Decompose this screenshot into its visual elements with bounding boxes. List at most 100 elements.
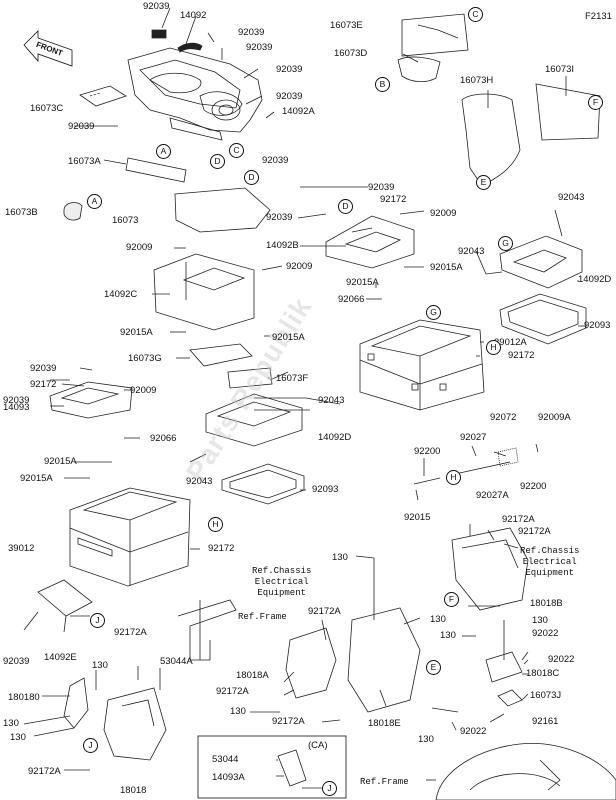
callout-marker: D [210, 154, 225, 169]
rear-fender-assembly [127, 29, 263, 141]
part-label: 92039 [3, 395, 30, 406]
part-label: 92172A [272, 716, 305, 727]
part-label: 14092E [44, 652, 77, 663]
part-label: 16073C [30, 103, 64, 114]
part-label: 92200 [414, 446, 441, 457]
part-label: 130 [92, 660, 108, 671]
part-label: 92009 [130, 385, 157, 396]
part-label: 92172A [216, 686, 249, 697]
part-label: 39012A [494, 337, 527, 348]
part-label: 16073F [276, 373, 309, 384]
part-label: 92066 [150, 433, 177, 444]
callout-marker: D [244, 170, 259, 185]
part-label: 53044A [160, 656, 193, 667]
part-label: 16073D [334, 48, 368, 59]
part-label: 92015 [404, 512, 431, 523]
part-label: 92027A [476, 490, 509, 501]
part-label: 92009A [538, 412, 571, 423]
part-label: 92039 [266, 212, 293, 223]
part-label: 92172 [380, 194, 407, 205]
callout-marker: J [83, 738, 98, 753]
callout-marker: C [229, 143, 244, 158]
part-label: 92039 [68, 121, 95, 132]
part-label: 130 [332, 552, 348, 563]
callout-marker: G [498, 236, 513, 251]
callout-marker: H [486, 340, 501, 355]
part-label: 92039 [143, 1, 170, 12]
part-label: 92043 [318, 395, 345, 406]
part-label: 92015A [44, 456, 77, 467]
part-label: 92039 [238, 27, 265, 38]
part-label: 92015A [20, 473, 53, 484]
part-label: 18018E [368, 718, 401, 729]
callout-marker: E [426, 660, 441, 675]
part-label: 16073I [545, 64, 575, 75]
part-label: 92009 [430, 208, 457, 219]
callout-marker: E [476, 175, 491, 190]
part-label: 14092A [282, 106, 315, 117]
part-label: 18018C [526, 668, 560, 679]
part-label: 92172A [518, 526, 551, 537]
part-label: 14092B [266, 240, 299, 251]
part-label: 16073B [5, 207, 38, 218]
part-label: 92039 [30, 363, 57, 374]
part-label: 92039 [246, 42, 273, 53]
part-label: 92022 [460, 726, 487, 737]
front-arrow-icon [23, 30, 73, 67]
callout-marker: G [426, 305, 441, 320]
part-label: 18018 [120, 785, 147, 796]
part-label: 130 [440, 630, 456, 641]
figure-code: F2131 [585, 11, 612, 22]
callout-marker: D [338, 199, 353, 214]
part-label: 39012 [8, 543, 35, 554]
part-label: 92039 [262, 155, 289, 166]
part-label: 16073J [530, 690, 562, 701]
part-label: 92172A [28, 766, 61, 777]
inset-title: (CA) [308, 740, 328, 751]
part-label: 92022 [532, 628, 559, 639]
part-label: 14092 [180, 10, 207, 21]
part-label: 92172A [502, 514, 535, 525]
part-label: 92172A [114, 627, 147, 638]
part-label: 14092C [104, 289, 138, 300]
reference-chassis-right: Ref.Chassis Electrical Equipment [520, 546, 580, 578]
callout-marker: J [90, 613, 105, 628]
part-label: 92039 [3, 656, 30, 667]
part-label: 14092D [578, 274, 612, 285]
part-label: 14092D [318, 432, 352, 443]
part-label: 92172 [30, 379, 57, 390]
part-label: 16073G [128, 353, 162, 364]
part-label: 14093A [212, 772, 245, 783]
part-label: 92093 [584, 320, 611, 331]
part-label: 92172A [308, 606, 341, 617]
part-label: 130 [430, 614, 446, 625]
part-label: 92161 [532, 716, 559, 727]
part-label: 92022 [548, 654, 575, 665]
part-label: 92039 [368, 182, 395, 193]
part-label: 53044 [212, 754, 239, 765]
reference-chassis-center: Ref.Chassis Electrical Equipment [252, 566, 312, 598]
callout-marker: J [322, 781, 337, 796]
part-label: 130 [230, 706, 246, 717]
part-label: 92027 [460, 432, 487, 443]
callout-marker: F [444, 592, 459, 607]
part-label: 16073 [112, 215, 139, 226]
callout-marker: A [87, 194, 102, 209]
part-label: 130 [532, 615, 548, 626]
callout-marker: F [588, 95, 603, 110]
callout-marker: A [156, 144, 171, 159]
part-label: 92172 [508, 350, 535, 361]
part-label: 16073A [68, 156, 101, 167]
callout-marker: B [375, 77, 390, 92]
callout-marker: H [446, 470, 461, 485]
part-label: 180180 [8, 692, 40, 703]
part-label: 92066 [338, 294, 365, 305]
callout-marker: H [208, 517, 223, 532]
part-label: 92172 [208, 543, 235, 554]
part-label: 130 [418, 734, 434, 745]
part-label: 130 [3, 718, 19, 729]
part-label: 92009 [126, 242, 153, 253]
part-label: 92039 [276, 64, 303, 75]
part-label: 92039 [276, 91, 303, 102]
part-label: 130 [10, 732, 26, 743]
